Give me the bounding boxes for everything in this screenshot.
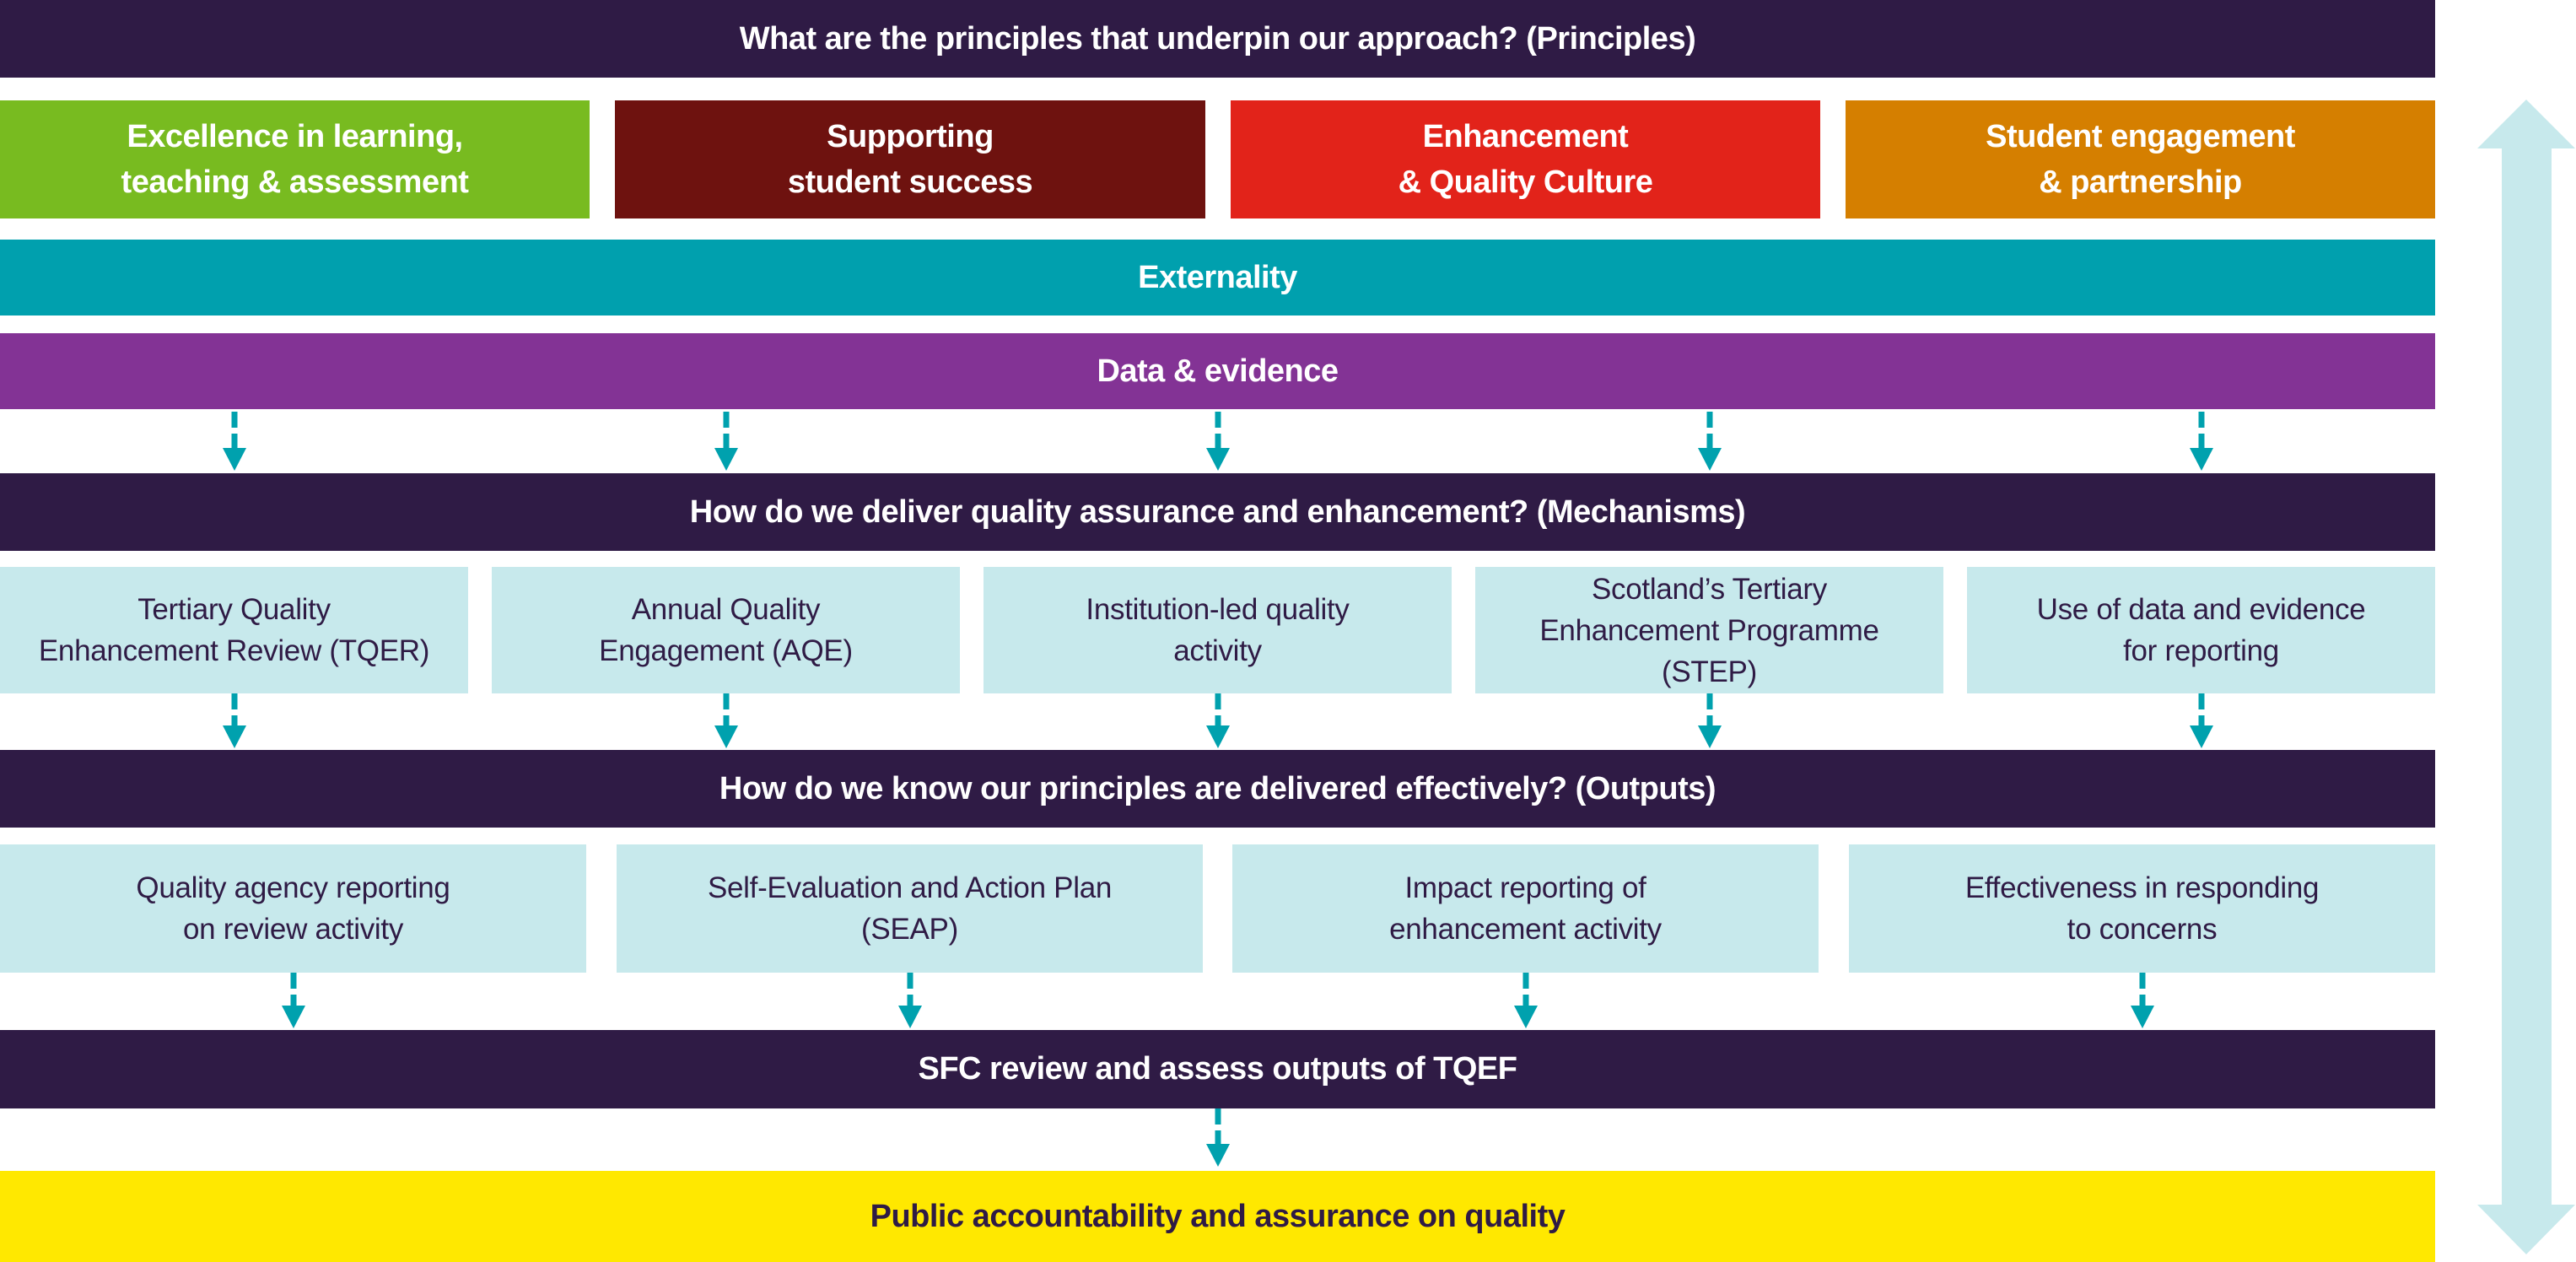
mechanism-to-outputs-arrow xyxy=(2190,693,2213,748)
mechanisms-header-text: How do we deliver quality assurance and … xyxy=(689,493,1746,530)
mechanism-institution-led: Institution-led quality activity xyxy=(984,567,1452,693)
principle-quality-culture: Enhancement & Quality Culture xyxy=(1231,100,1820,218)
mechanism-label: Annual Quality Engagement (AQE) xyxy=(599,593,853,667)
arrow-head-icon xyxy=(1698,725,1722,748)
externality-bar: Externality xyxy=(0,240,2435,316)
arrow-head-icon xyxy=(1514,1006,1538,1028)
public-accountability-bar: Public accountability and assurance on q… xyxy=(0,1171,2435,1262)
principle-label: Student engagement & partnership xyxy=(1986,119,2295,200)
principle-student-engagement: Student engagement & partnership xyxy=(1846,100,2435,218)
arrow-head-icon xyxy=(223,448,246,471)
data-evidence-text: Data & evidence xyxy=(1097,353,1339,389)
arrow-head-icon xyxy=(898,1006,922,1028)
mechanism-aqe: Annual Quality Engagement (AQE) xyxy=(492,567,960,693)
mechanism-to-outputs-arrow xyxy=(1698,693,1722,748)
mechanism-data-reporting: Use of data and evidence for reporting xyxy=(1967,567,2435,693)
mechanism-to-outputs-arrow xyxy=(1206,693,1230,748)
arrow-head-icon xyxy=(223,725,246,748)
arrow-head-icon xyxy=(2190,725,2213,748)
mechanism-label: Use of data and evidence for reporting xyxy=(2036,593,2366,667)
mechanism-label: Tertiary Quality Enhancement Review (TQE… xyxy=(38,593,430,667)
data-to-mechanism-arrow xyxy=(223,412,246,471)
arrow-head-icon xyxy=(1206,1144,1230,1167)
externality-text: Externality xyxy=(1138,259,1297,295)
mechanism-tqer: Tertiary Quality Enhancement Review (TQE… xyxy=(0,567,468,693)
mechanism-to-outputs-arrow xyxy=(223,693,246,748)
output-to-sfc-arrow xyxy=(898,973,922,1028)
sfc-to-public-arrow xyxy=(1206,1108,1230,1167)
sfc-review-text: SFC review and assess outputs of TQEF xyxy=(918,1051,1518,1087)
outputs-header: How do we know our principles are delive… xyxy=(0,750,2435,828)
arrow-head-icon xyxy=(714,448,738,471)
sfc-review-bar: SFC review and assess outputs of TQEF xyxy=(0,1030,2435,1108)
mechanism-step: Scotland’s Tertiary Enhancement Programm… xyxy=(1475,567,1943,693)
principle-student-success: Supporting student success xyxy=(615,100,1205,218)
arrow-head-icon xyxy=(1698,448,1722,471)
mechanisms-header: How do we deliver quality assurance and … xyxy=(0,473,2435,551)
data-to-mechanism-arrow xyxy=(1698,412,1722,471)
data-to-mechanism-arrow xyxy=(2190,412,2213,471)
output-responding-concerns: Effectiveness in responding to concerns xyxy=(1849,844,2435,973)
output-agency-reporting: Quality agency reporting on review activ… xyxy=(0,844,586,973)
output-label: Quality agency reporting on review activ… xyxy=(136,871,450,946)
data-to-mechanism-arrow xyxy=(714,412,738,471)
arrow-head-icon xyxy=(1206,448,1230,471)
data-evidence-bar: Data & evidence xyxy=(0,333,2435,409)
outputs-header-text: How do we know our principles are delive… xyxy=(719,770,1716,806)
arrow-head-icon xyxy=(282,1006,305,1028)
principles-header: What are the principles that underpin ou… xyxy=(0,0,2435,78)
mechanism-label: Institution-led quality activity xyxy=(1086,593,1350,667)
arrow-head-icon xyxy=(714,725,738,748)
mechanism-to-outputs-arrow xyxy=(714,693,738,748)
arrow-head-icon xyxy=(1206,725,1230,748)
output-to-sfc-arrow xyxy=(2131,973,2154,1028)
double-headed-vertical-arrow-icon xyxy=(2477,100,2575,1254)
output-impact-reporting: Impact reporting of enhancement activity xyxy=(1232,844,1819,973)
output-label: Self-Evaluation and Action Plan (SEAP) xyxy=(707,871,1113,946)
public-accountability-text: Public accountability and assurance on q… xyxy=(870,1198,1566,1234)
arrow-head-icon xyxy=(2131,1006,2154,1028)
principle-label: Supporting student success xyxy=(787,119,1033,200)
data-to-mechanism-arrow xyxy=(1206,412,1230,471)
principle-excellence: Excellence in learning, teaching & asses… xyxy=(0,100,590,218)
output-label: Effectiveness in responding to concerns xyxy=(1964,871,2320,946)
principle-label: Enhancement & Quality Culture xyxy=(1398,119,1653,200)
output-label: Impact reporting of enhancement activity xyxy=(1389,871,1662,946)
mechanism-label: Scotland’s Tertiary Enhancement Programm… xyxy=(1539,572,1879,688)
output-to-sfc-arrow xyxy=(1514,973,1538,1028)
output-to-sfc-arrow xyxy=(282,973,305,1028)
principle-label: Excellence in learning, teaching & asses… xyxy=(121,119,469,200)
principles-header-text: What are the principles that underpin ou… xyxy=(739,20,1696,57)
output-seap: Self-Evaluation and Action Plan (SEAP) xyxy=(617,844,1203,973)
arrow-head-icon xyxy=(2190,448,2213,471)
